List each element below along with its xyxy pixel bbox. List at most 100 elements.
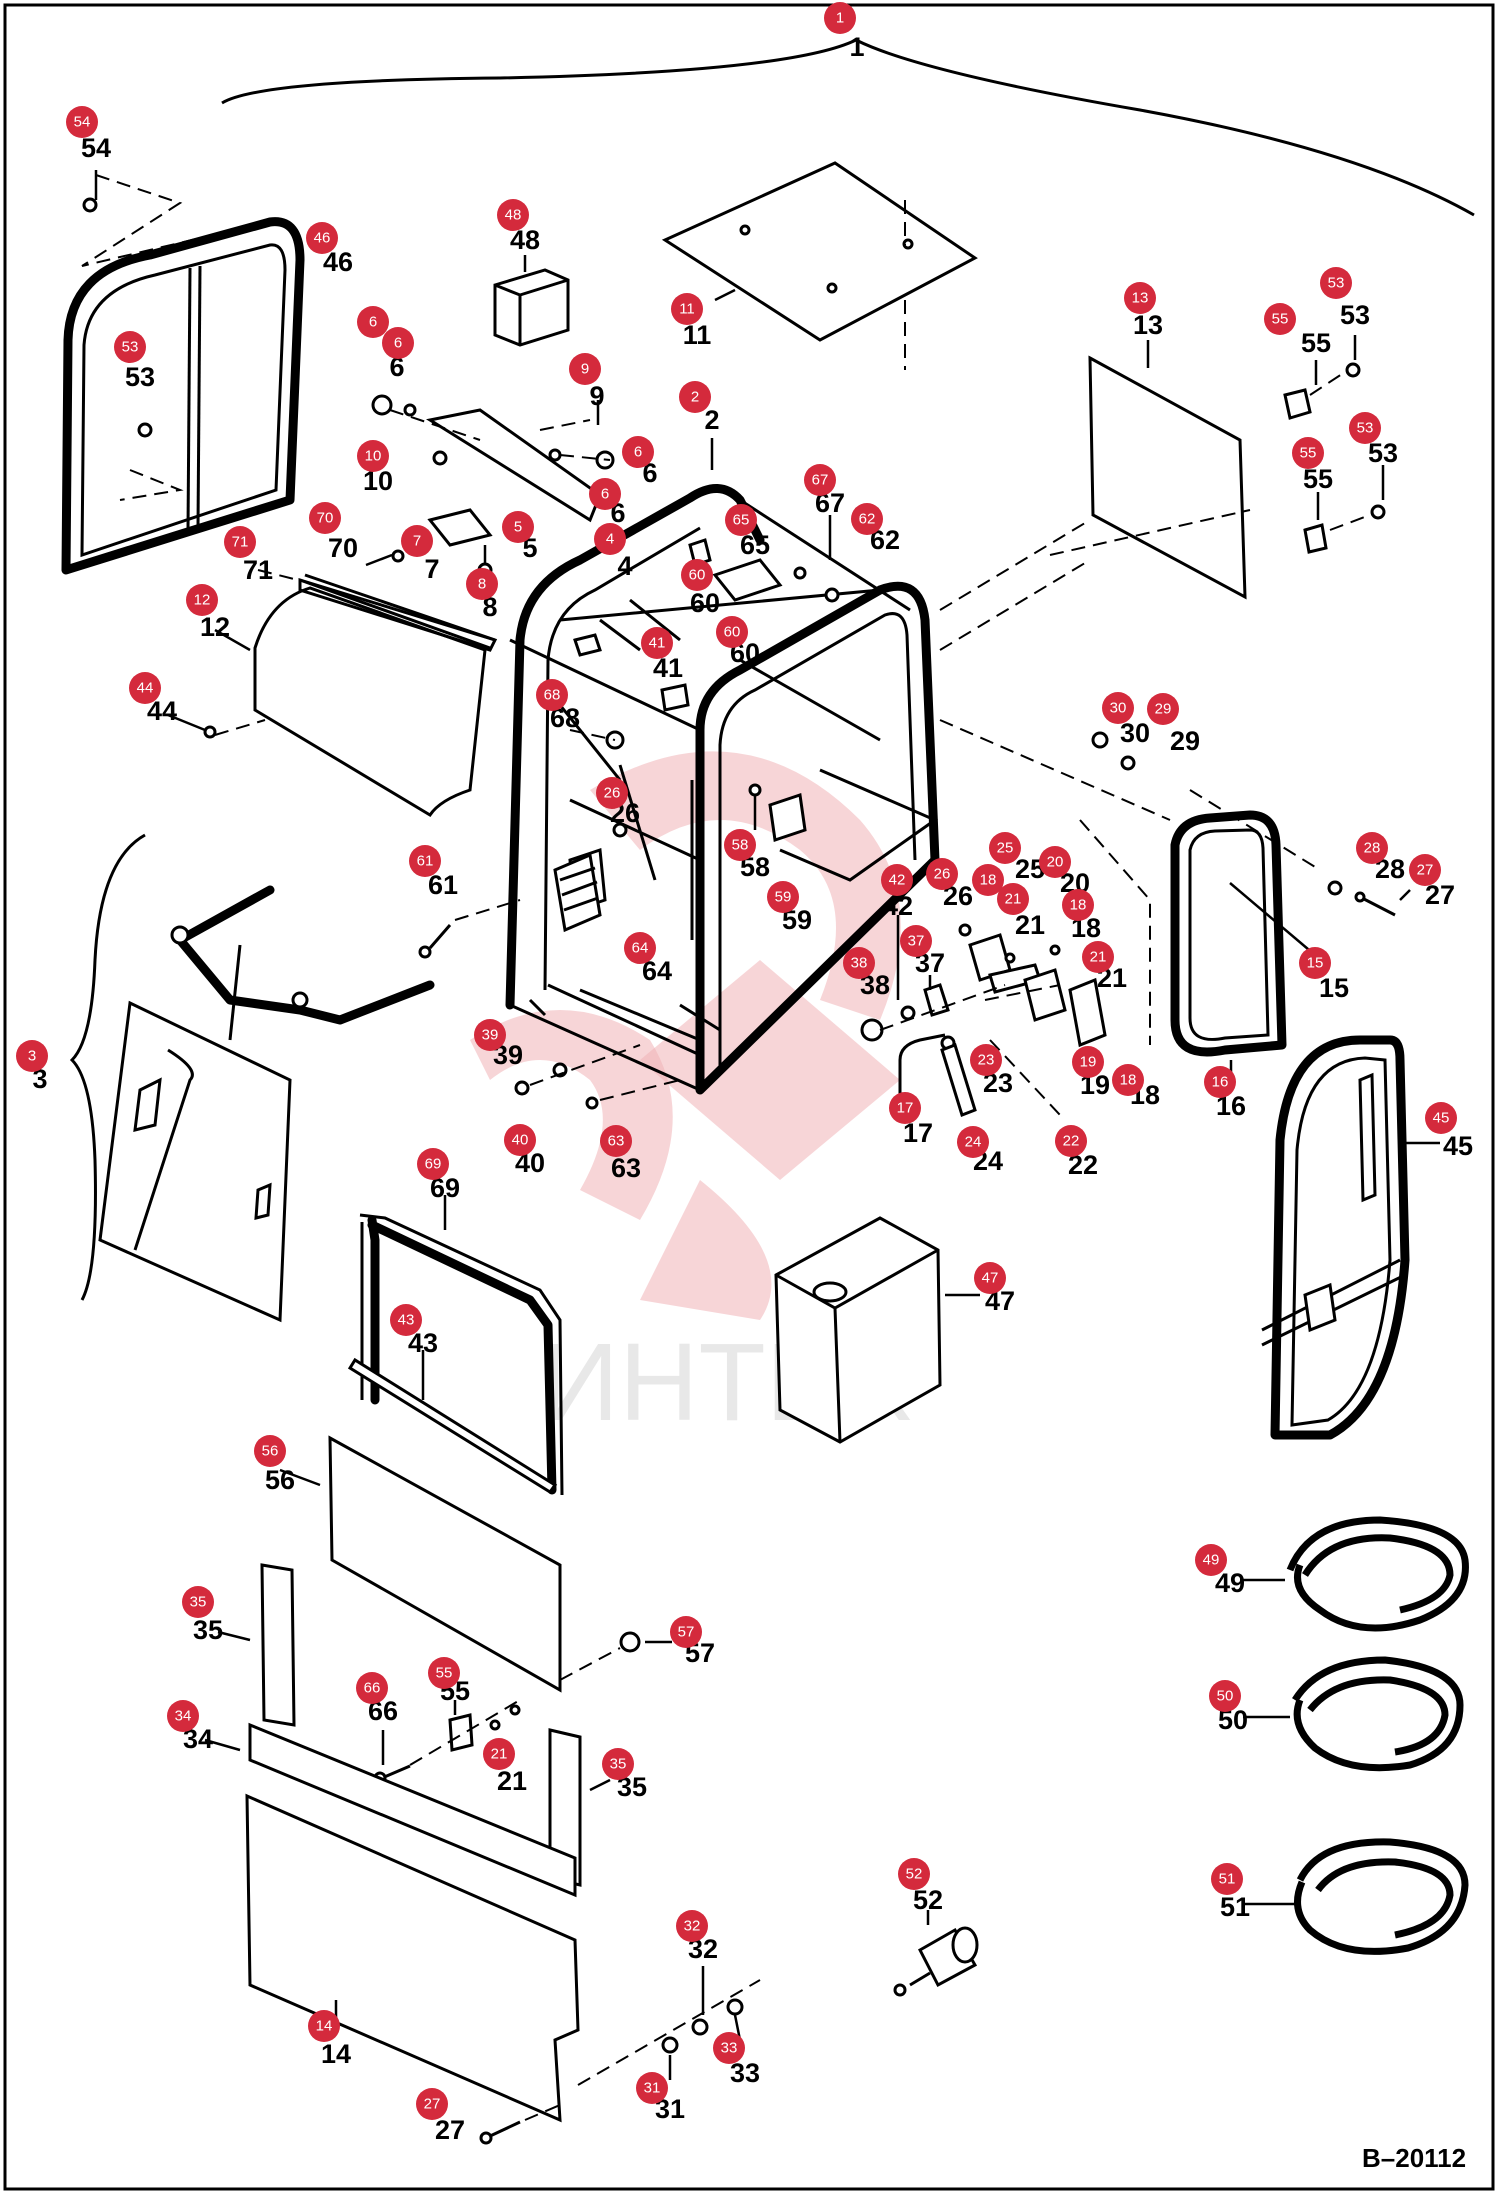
- callout-badge-number: 29: [1155, 701, 1172, 718]
- callout-badge: 49: [1195, 1544, 1227, 1576]
- callout-badge-number: 67: [812, 472, 829, 489]
- callout-badge-number: 35: [610, 1756, 627, 1773]
- callout-badge-number: 33: [721, 2040, 738, 2057]
- part-39-40-63-hardware: [514, 1044, 681, 1110]
- callout-3: 33: [16, 1040, 48, 1094]
- callout-badge: 26: [926, 858, 958, 890]
- part-number-label: 45: [1443, 1131, 1473, 1161]
- callout-1: 11: [824, 2, 865, 62]
- callout-badge: 17: [889, 1092, 921, 1124]
- callout-badge: 69: [417, 1148, 449, 1180]
- callout-6: 66: [622, 436, 658, 488]
- callout-badge: 35: [602, 1748, 634, 1780]
- part-56-panel: [279, 1435, 562, 1693]
- callout-badge: 70: [309, 502, 341, 534]
- callout-badge-number: 57: [678, 1624, 695, 1641]
- callout-badge-number: 38: [851, 955, 868, 972]
- callout-badge-number: 28: [1364, 840, 1381, 857]
- callout-badge-number: 18: [980, 872, 997, 889]
- callout-badge-number: 1: [836, 10, 844, 27]
- callout-badge-number: 55: [436, 1665, 453, 1682]
- callout-badge-number: 18: [1120, 1072, 1137, 1089]
- callout-badge: 42: [881, 864, 913, 896]
- callout-badge-number: 18: [1070, 897, 1087, 914]
- callout-badge-number: 25: [997, 840, 1014, 857]
- part-number-label: 60: [690, 588, 720, 618]
- callout-badge-number: 47: [982, 1270, 999, 1287]
- part-number-label: 21: [497, 1766, 527, 1796]
- part-number-label: 13: [1133, 310, 1163, 340]
- callout-badge: 21: [1082, 941, 1114, 973]
- part-number-label: 52: [913, 1885, 943, 1915]
- callout-badge: 44: [129, 672, 161, 704]
- callout-badge: 45: [1425, 1102, 1457, 1134]
- callout-badge: 58: [724, 829, 756, 861]
- part-66-55-21-hardware: [373, 1699, 521, 1785]
- callout-badge: 6: [382, 327, 414, 359]
- part-27-screw: [479, 2104, 561, 2145]
- callout-badge-number: 11: [679, 301, 695, 318]
- assembly-line-glass: [939, 509, 1251, 651]
- callout-8: 88: [466, 568, 498, 622]
- callout-badge-number: 56: [262, 1443, 279, 1460]
- callout-badge: 71: [224, 526, 256, 558]
- callout-badge-number: 30: [1110, 700, 1127, 717]
- callout-badge: 37: [900, 925, 932, 957]
- callout-badge: 55: [1264, 303, 1296, 335]
- part-number-label: 27: [435, 2115, 465, 2145]
- callout-badge-number: 48: [505, 207, 522, 224]
- callout-6: 66: [589, 478, 626, 528]
- callout-4: 44: [594, 523, 633, 581]
- part-43-strip: [347, 1350, 558, 1495]
- callout-badge: 52: [898, 1858, 930, 1890]
- part-58-59-block: [748, 783, 807, 842]
- part-5-10-bracket: [371, 394, 615, 578]
- callout-badge-number: 9: [581, 361, 589, 378]
- callout-badge-number: 6: [369, 314, 377, 331]
- callout-badge: 41: [641, 627, 673, 659]
- part-number-label: 4: [617, 551, 632, 581]
- callout-badge: 20: [1039, 846, 1071, 878]
- callout-badge: 4: [594, 523, 626, 555]
- callout-badge: 55: [1292, 437, 1324, 469]
- callout-badge-number: 70: [317, 510, 334, 527]
- part-51-hose: [1245, 1838, 1469, 1955]
- callout-badge-number: 55: [1300, 445, 1317, 462]
- callout-badge-number: 21: [1090, 949, 1107, 966]
- part-60-65-handle: [688, 515, 840, 603]
- callout-badge: 34: [167, 1700, 199, 1732]
- part-number-label: 15: [1319, 973, 1349, 1003]
- part-64-floor: [553, 852, 602, 933]
- callout-badge-number: 3: [28, 1048, 36, 1065]
- part-number-label: 12: [200, 612, 230, 642]
- part-number-label: 6: [389, 352, 404, 382]
- callout-18: 18: [972, 864, 1004, 896]
- part-48-box: [493, 255, 570, 347]
